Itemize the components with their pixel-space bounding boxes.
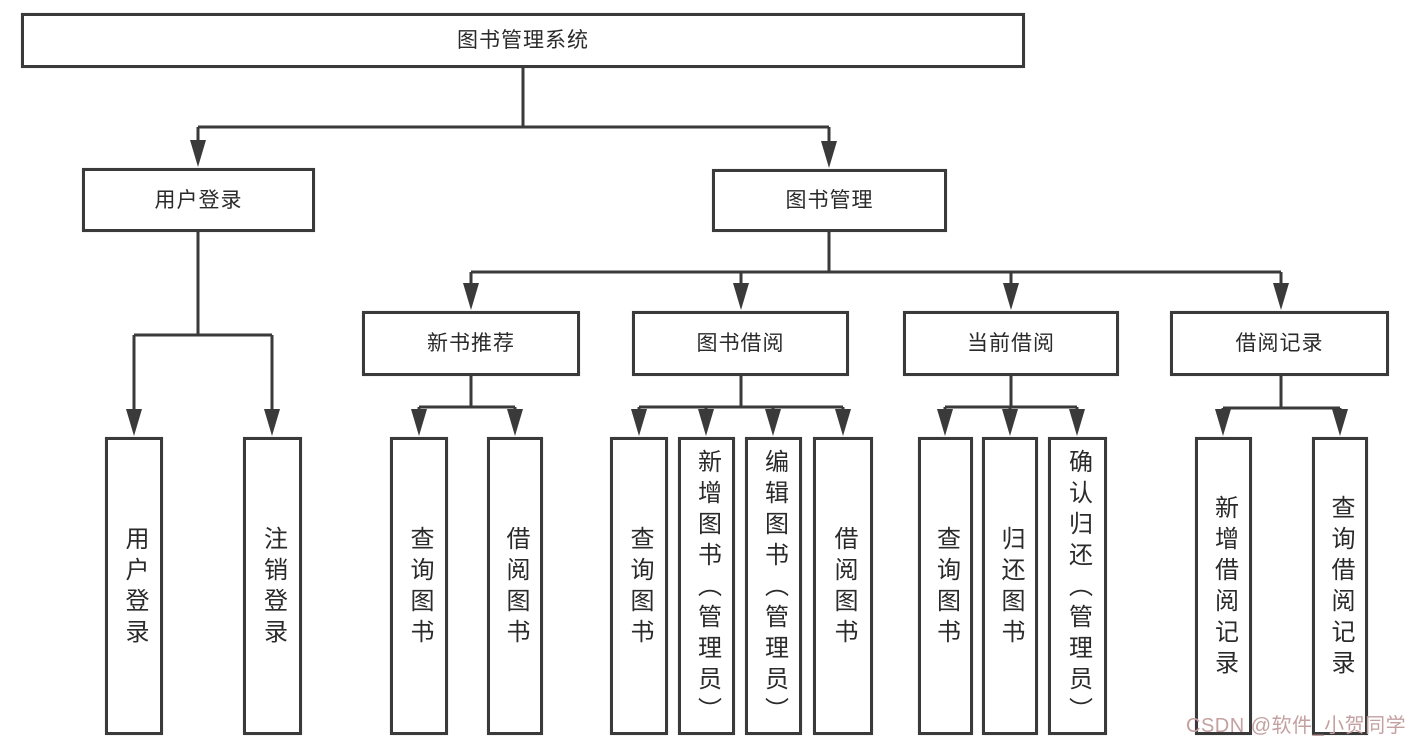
node-new-book-recommend: 新书推荐 xyxy=(362,311,580,376)
node-book-borrowing-label: 图书借阅 xyxy=(696,332,785,355)
node-borrowing-records: 借阅记录 xyxy=(1170,311,1389,376)
leaf-user-login: 用户登录 xyxy=(105,437,163,735)
leaf-add-books-admin: 新增图书（管理员） xyxy=(678,437,735,735)
leaf-query-books-recommend: 查询图书 xyxy=(390,437,448,735)
leaf-query-books-current-label: 查询图书 xyxy=(932,526,960,650)
leaf-edit-books-admin-label: 编辑图书（管理员） xyxy=(760,448,788,728)
leaf-logout: 注销登录 xyxy=(243,437,302,735)
leaf-confirm-return-admin-label: 确认归还（管理员） xyxy=(1064,448,1092,728)
leaf-confirm-return-admin: 确认归还（管理员） xyxy=(1048,437,1107,735)
node-root-label: 图书管理系统 xyxy=(457,29,589,52)
node-new-book-recommend-label: 新书推荐 xyxy=(427,332,515,355)
leaf-query-books-current: 查询图书 xyxy=(918,437,973,735)
node-book-management-label: 图书管理 xyxy=(785,189,874,212)
leaf-query-books-recommend-label: 查询图书 xyxy=(406,526,433,650)
csdn-watermark-text: CSDN @软件_小贺同学 xyxy=(1186,715,1405,737)
leaf-query-borrow-record-label: 查询借阅记录 xyxy=(1327,495,1354,681)
leaf-query-books-borrowing: 查询图书 xyxy=(610,437,668,735)
node-borrowing-records-label: 借阅记录 xyxy=(1235,332,1324,355)
leaf-user-login-label: 用户登录 xyxy=(121,526,148,650)
leaf-add-books-admin-label: 新增图书（管理员） xyxy=(693,448,721,728)
leaf-logout-label: 注销登录 xyxy=(259,526,287,650)
node-book-borrowing: 图书借阅 xyxy=(632,311,849,376)
leaf-query-borrow-record: 查询借阅记录 xyxy=(1312,437,1368,735)
leaf-edit-books-admin: 编辑图书（管理员） xyxy=(745,437,802,735)
node-user-login-label: 用户登录 xyxy=(154,188,243,212)
node-book-management: 图书管理 xyxy=(712,169,947,232)
node-root: 图书管理系统 xyxy=(21,13,1025,68)
leaf-borrow-books-recommend-label: 借阅图书 xyxy=(502,526,529,650)
leaf-query-books-borrowing-label: 查询图书 xyxy=(626,526,653,650)
leaf-return-books-label: 归还图书 xyxy=(997,526,1024,650)
node-current-borrowing-label: 当前借阅 xyxy=(967,332,1055,355)
leaf-return-books: 归还图书 xyxy=(982,437,1038,735)
leaf-borrow-books-borrowing: 借阅图书 xyxy=(813,437,873,735)
leaf-borrow-books-borrowing-label: 借阅图书 xyxy=(830,526,857,650)
leaf-add-borrow-record: 新增借阅记录 xyxy=(1195,437,1252,735)
node-user-login: 用户登录 xyxy=(82,168,315,232)
node-current-borrowing: 当前借阅 xyxy=(903,311,1119,376)
leaf-add-borrow-record-label: 新增借阅记录 xyxy=(1210,495,1238,681)
leaf-borrow-books-recommend: 借阅图书 xyxy=(487,437,543,735)
csdn-watermark: CSDN @软件_小贺同学 xyxy=(1186,714,1405,738)
